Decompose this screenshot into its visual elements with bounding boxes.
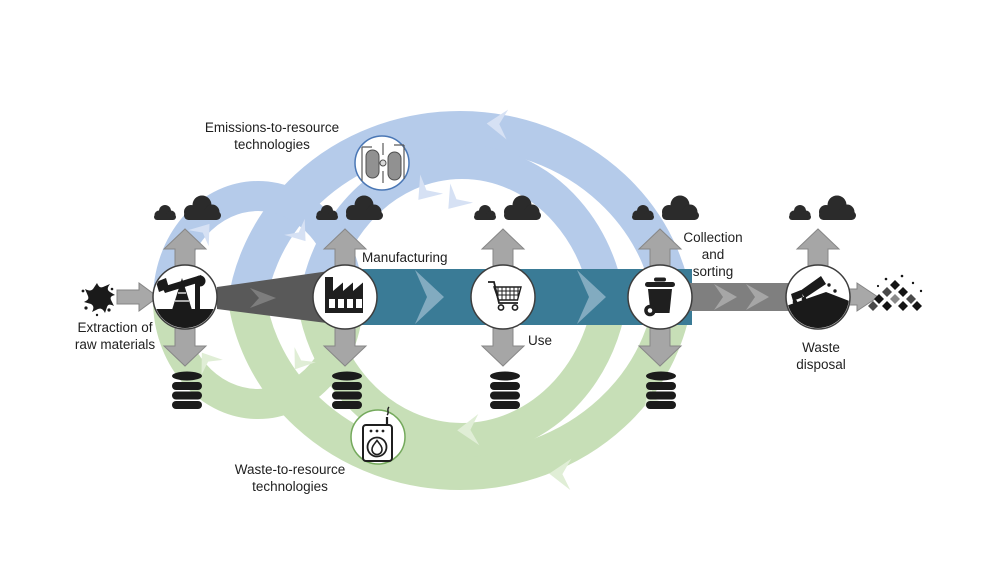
waste-pile-icon — [868, 274, 923, 311]
waste-disposal-label: Waste disposal — [771, 339, 871, 373]
production-band-chevron — [250, 288, 276, 308]
dump-truck-icon — [787, 276, 849, 328]
use-label: Use — [515, 332, 565, 349]
waste-tech-label-line2: technologies — [252, 479, 328, 494]
raw-material-splat-icon — [81, 283, 115, 317]
waste-tech-label-line1: Waste-to-resource — [234, 462, 346, 477]
post-band-chevron-1 — [714, 284, 737, 310]
collection-label-line3: sorting — [692, 264, 734, 279]
waste-tech-label: Waste-to-resource technologies — [180, 461, 400, 495]
manufacturing-label: Manufacturing — [362, 249, 492, 266]
trash-bin-icon — [644, 277, 675, 317]
use-band-chevron-1 — [415, 270, 444, 324]
extraction-label-line1: Extraction of — [77, 320, 153, 335]
station-use — [470, 264, 536, 330]
extraction-label: Extraction of raw materials — [45, 319, 185, 353]
emissions-tech-label: Emissions-to-resource technologies — [162, 119, 382, 153]
emissions-tech-label-line2: technologies — [234, 137, 310, 152]
shopping-cart-icon — [488, 281, 522, 311]
factory-icon — [325, 277, 363, 313]
incinerator-icon — [362, 406, 393, 462]
emissions-tech-label-line1: Emissions-to-resource — [204, 120, 340, 135]
extraction-label-line2: raw materials — [74, 337, 156, 352]
station-manufacturing — [312, 264, 378, 330]
collection-label-line2: and — [701, 247, 725, 262]
post-band-chevron-2 — [746, 284, 769, 310]
use-band-chevron-2 — [577, 270, 606, 324]
collection-label: Collection and sorting — [663, 229, 763, 280]
use-label-line1: Use — [527, 333, 552, 348]
station-extraction — [152, 264, 218, 330]
waste-disposal-label-line2: disposal — [796, 357, 846, 372]
barrels-icon-use — [490, 371, 520, 409]
cloud-icon-waste-disposal — [789, 195, 856, 220]
raw-material-input-arrow — [116, 282, 159, 312]
station-waste-disposal — [785, 264, 851, 330]
station-collection — [627, 264, 693, 330]
collection-label-line1: Collection — [683, 230, 743, 245]
emissions-tech-node — [354, 135, 410, 191]
manufacturing-label-line1: Manufacturing — [362, 250, 448, 265]
waste-disposal-label-line1: Waste — [802, 340, 840, 355]
oil-pump-icon — [155, 275, 215, 328]
carbon-capture-icon — [361, 143, 405, 183]
waste-tech-node — [350, 406, 406, 465]
